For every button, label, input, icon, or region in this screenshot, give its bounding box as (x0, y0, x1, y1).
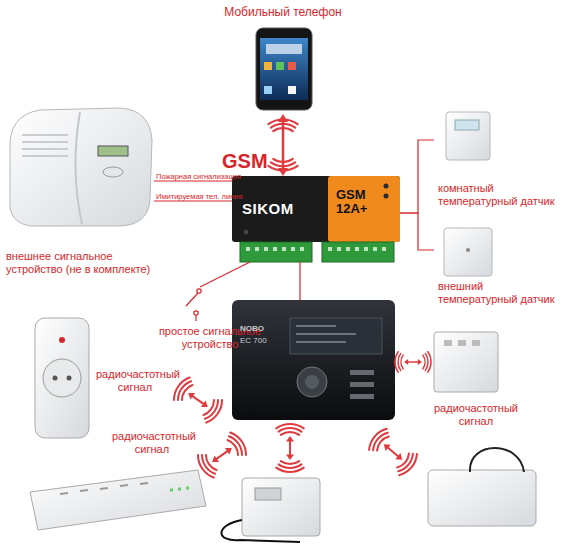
module-led (244, 230, 249, 235)
phone-node: Мобильный телефон (232, 6, 334, 114)
device-label: внешнее сигнальное устройство (не в комп… (6, 250, 156, 275)
connector (300, 262, 301, 300)
connector-line (200, 262, 250, 287)
brand-name: NOBO (240, 324, 284, 333)
phone-body (256, 28, 312, 110)
room-sensor-display (455, 120, 479, 130)
connector (278, 114, 288, 176)
terminal-block (240, 242, 312, 262)
gsm-module: SIKOM GSM 12A+ (232, 176, 400, 262)
brand-logo: SIKOM (242, 200, 322, 217)
switch-lever (186, 293, 198, 306)
phone-icon (276, 62, 284, 70)
phone-icon (264, 62, 272, 70)
phone-screen (260, 38, 308, 100)
signal-label: радиочастотный сигнал (426, 402, 526, 427)
controller-button (350, 370, 374, 375)
outdoor-sensor-node: внешний температурный датчик (434, 222, 564, 308)
module-led (384, 194, 389, 199)
switch-wire (195, 315, 196, 321)
receiver-bottom-cable (470, 448, 524, 472)
alarm-panel-node: внешнее сигнальное устройство (не в комп… (4, 106, 154, 292)
gsm-wave (268, 119, 297, 170)
phone-icon (288, 86, 296, 94)
radio-arrow (381, 441, 405, 463)
controller-knob-center (305, 375, 319, 389)
connector-line (299, 262, 300, 300)
model-name: GSM 12A+ (336, 188, 380, 217)
controller-button (350, 382, 374, 387)
thermostat-wire (221, 520, 300, 542)
alarm-panel-body (10, 108, 152, 226)
device-label: внешний температурный датчик (438, 280, 564, 305)
plug-adapter-body (35, 318, 89, 438)
controller-button (350, 394, 374, 399)
radio-arrow (210, 445, 234, 465)
room-sensor-body (446, 112, 490, 160)
connector (400, 213, 434, 250)
terminal-block (322, 242, 394, 262)
radio-wave (276, 424, 304, 472)
controller-node: NOBO EC 700 (232, 300, 395, 420)
arrow-head (278, 114, 288, 122)
alarm-panel-grille (22, 135, 68, 156)
phone-clock (266, 44, 302, 54)
connector (200, 262, 250, 287)
connector-line (282, 121, 285, 169)
plug-led (59, 337, 65, 343)
heater-controls (170, 488, 189, 490)
outdoor-sensor-dot (466, 248, 470, 252)
edge-label: GSM (222, 150, 268, 173)
signal-label: радиочастотный сигнал (112, 430, 192, 455)
controller-body (232, 300, 395, 420)
phone-icon (288, 62, 296, 70)
terminal-screws (246, 247, 386, 251)
plug-socket (43, 359, 81, 397)
outdoor-sensor-body (444, 228, 492, 276)
controller-display (290, 318, 382, 354)
radio-arrow (404, 359, 422, 365)
simple-signal-node: простое сигнальное устройство (150, 287, 270, 357)
receiver-bottom-body (428, 470, 536, 526)
arrow-head (278, 168, 288, 176)
receiver-right-terminals (444, 340, 480, 346)
receiver-right-body (434, 332, 498, 392)
radio-wave (170, 375, 225, 425)
heater-panel (30, 470, 206, 530)
radio-arrow (186, 390, 210, 410)
alarm-panel-curve (75, 112, 82, 224)
device-label: Мобильный телефон (212, 6, 354, 20)
module-led (384, 184, 389, 189)
module-body (232, 176, 400, 242)
edge-label: Пожарная сигнализация (156, 172, 241, 181)
switch-contact (194, 311, 198, 315)
radio-wave (366, 426, 420, 478)
connector (400, 140, 434, 213)
switch-contact (197, 289, 201, 293)
plug-hole (53, 376, 58, 381)
module-orange-panel (328, 176, 400, 242)
alarm-panel-display (98, 146, 128, 156)
connector-line (400, 140, 434, 213)
device-label: комнатный температурный датчик (438, 182, 564, 207)
radio-arrow (286, 436, 294, 460)
edge-label: Имитируемая тел. линия (156, 192, 243, 201)
plug-hole (67, 376, 72, 381)
connector-line (400, 213, 434, 250)
signal-label: радиочастотный сигнал (96, 368, 174, 393)
room-sensor-node: комнатный температурный датчик (434, 108, 564, 212)
thermostat-body (242, 478, 320, 536)
model-name: EC 700 (240, 336, 290, 345)
heater-grille (60, 483, 148, 494)
radio-wave (395, 352, 431, 373)
thermostat-display (255, 488, 281, 500)
controller-knob (297, 367, 327, 397)
alarm-panel-button (103, 167, 123, 177)
radio-wave (194, 430, 249, 480)
phone-icon (264, 86, 272, 94)
controller-display-lines (296, 326, 356, 342)
